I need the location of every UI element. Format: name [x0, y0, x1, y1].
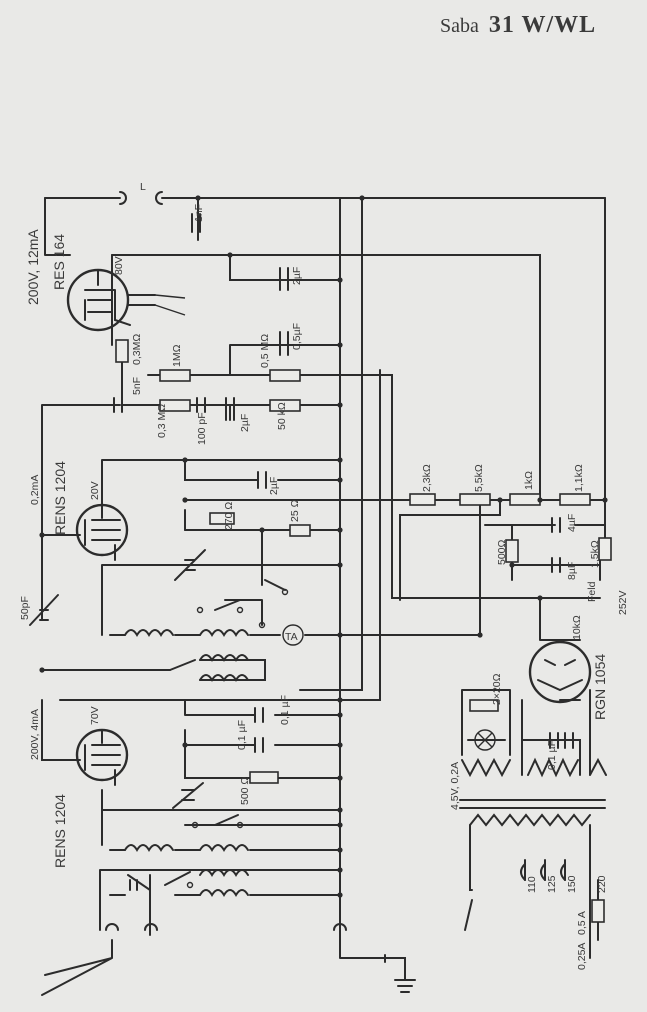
label-500: 500Ω [496, 539, 508, 565]
resistor-23k [409, 493, 436, 506]
label-150: 150 [566, 875, 578, 893]
resistor-1mo [159, 369, 191, 382]
tube1-grid: 80V [113, 256, 125, 275]
label-05mo: 0,5 MΩ [259, 334, 271, 368]
label-23k: 2,3kΩ [421, 464, 433, 492]
label-05uf: 0,5µF [291, 323, 303, 350]
label-01uf-b: 0,1 µF [236, 720, 248, 750]
junctions [39, 195, 608, 898]
label-l: L [140, 181, 146, 193]
label-feld: Feld [586, 581, 598, 602]
label-01uf-c: 0,1 µF [546, 740, 558, 770]
label-50k: 50 kΩ [276, 402, 288, 430]
label-125: 125 [546, 875, 558, 893]
title-model: 31 W/WL [488, 12, 597, 38]
label-fuse2: 0,25A [576, 943, 588, 970]
tube2-grid: 20V [89, 481, 101, 500]
resistor-50k [269, 399, 301, 412]
label-1mo: 1MΩ [171, 344, 183, 367]
label-50pf: 50pF [19, 596, 31, 620]
resistor-03mo [115, 339, 129, 363]
tube2-operating: 0,2mA [29, 475, 41, 505]
resistor-1k [509, 493, 541, 506]
tube3-type: RENS 1204 [52, 794, 68, 868]
tube2-type: RENS 1204 [52, 461, 68, 535]
resistor-03mo-b [159, 399, 191, 412]
resistor-11k [559, 493, 591, 506]
label-1nf: 1nF [193, 204, 205, 222]
label-2uf-b: 2µF [268, 477, 280, 495]
resistor-2x20 [469, 699, 499, 712]
label-2uf-mid: 2µF [239, 414, 251, 432]
ta-socket [282, 624, 304, 646]
title-brand: Saba [440, 15, 479, 37]
resistors [115, 339, 612, 923]
label-270: 270 Ω [223, 502, 235, 530]
label-220: 220 [596, 875, 608, 893]
capacitors [113, 213, 574, 891]
resistor-55k [459, 493, 491, 506]
resistor-500b [249, 771, 279, 784]
fuse [591, 899, 605, 923]
resistor-05mo [269, 369, 301, 382]
tube3-grid: 70V [89, 706, 101, 725]
label-100pf: 100 pF [196, 412, 208, 445]
label-500b: 500 Ω [239, 777, 251, 805]
label-15k: 1,5kΩ [589, 540, 601, 568]
label-5nf: 5nF [131, 377, 143, 395]
label-4uf: 4µF [566, 514, 578, 532]
label-fuse1: 0,5 A [576, 911, 588, 935]
resistor-270 [209, 512, 235, 525]
coils [124, 629, 566, 897]
label-03mo: 0,3MΩ [131, 334, 143, 365]
tube-rgn1054 [528, 640, 592, 704]
label-ta: TA [285, 631, 298, 643]
label-25: 25 Ω [289, 499, 301, 522]
label-45v: 4,5V, 0,2A [449, 762, 461, 810]
page-title: Saba 31 W/WL [440, 12, 596, 39]
resistor-25 [289, 524, 311, 537]
label-01uf-a: 0,1 µF [279, 695, 291, 725]
label-55k: 5,5kΩ [473, 464, 485, 492]
pilot-lamp [474, 729, 496, 751]
label-03mo-b: 0,3 MΩ [156, 404, 168, 438]
resistor-15k [598, 537, 612, 561]
terminals [105, 191, 416, 993]
tube1-type: RES 164 [51, 234, 67, 290]
label-2uf-top: 2µF [291, 267, 303, 285]
variable-capacitors [29, 549, 206, 891]
label-11k: 1,1kΩ [573, 464, 585, 492]
wiring [41, 197, 607, 996]
switches [164, 579, 289, 889]
label-110: 110 [526, 876, 538, 893]
resistor-500 [505, 539, 519, 563]
tube3-operating: 200V, 4mA [29, 709, 41, 760]
tubes [66, 268, 592, 786]
label-252v: 252V [617, 590, 629, 615]
label-1k: 1kΩ [523, 471, 535, 490]
tube4-type: RGN 1054 [592, 654, 608, 720]
label-10k: 10kΩ [571, 615, 583, 640]
labels: L 1nF 200V, 12mA RES 164 80V 2µF 0,3MΩ 1… [19, 181, 629, 970]
tube1-operating: 200V, 12mA [25, 229, 41, 305]
label-8uf: 8µF [566, 562, 578, 580]
label-2x20: 2×20Ω [491, 673, 503, 705]
